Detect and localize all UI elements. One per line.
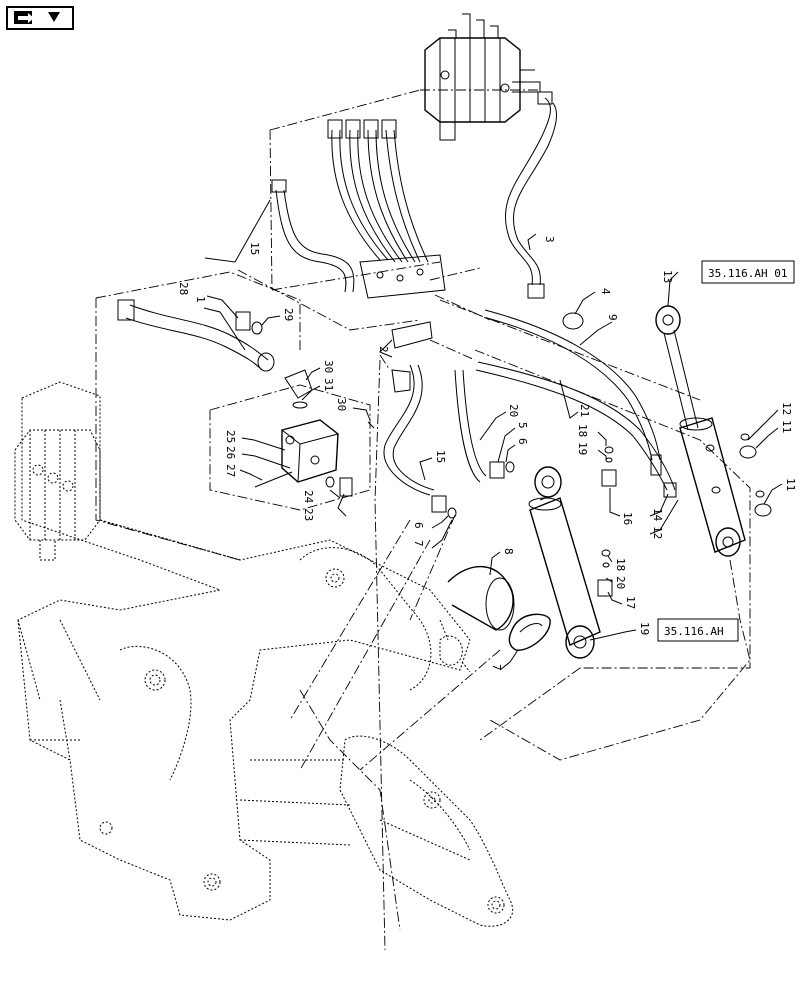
fittings-center: [431, 312, 617, 597]
hose-15: [383, 364, 435, 496]
callout-29: 30: [335, 398, 348, 411]
callout-2: 2: [377, 346, 390, 353]
hose-21: [475, 361, 677, 498]
hose-bundle: [327, 119, 429, 263]
reference-label-13[interactable]: 35.116.AH 01: [708, 267, 787, 280]
elbow-2: [391, 321, 433, 349]
callout-23: 24: [302, 490, 315, 504]
ring-8: [508, 613, 551, 651]
reference-box-13[interactable]: 35.116.AH 01: [701, 260, 795, 284]
leader-lines: [203, 199, 783, 671]
nav-back-button[interactable]: [6, 6, 74, 30]
callout-21: 21: [578, 404, 591, 417]
callout-20: 20: [507, 404, 520, 417]
cylinder-19: [528, 466, 601, 659]
callout-5: 15: [248, 242, 261, 255]
callout-31: 31: [322, 378, 335, 391]
reference-box-19[interactable]: 35.116.AH: [657, 618, 739, 642]
callout-11-lower: 11: [784, 478, 797, 491]
callout-28: 29: [282, 308, 295, 321]
callout-7-upper: 6: [516, 438, 529, 445]
callout-14: 14: [651, 508, 664, 522]
mounting-bracket: [359, 254, 446, 299]
control-valve-top: [424, 13, 541, 141]
grouping-lines: [95, 89, 751, 951]
callout-labels: 15 3 4 9 13 28 1 29 2 30 31 30 25 26 27 …: [177, 236, 797, 671]
hose-10: [484, 309, 662, 476]
callout-13: 13: [661, 270, 674, 283]
callout-17-upper: 18: [576, 424, 589, 437]
callout-12-upper: 12: [780, 402, 793, 415]
callout-16-upper: 16: [621, 512, 634, 525]
machine-frame: [17, 381, 514, 927]
callout-24: 25: [224, 430, 237, 443]
callout-18-lower: 20: [614, 576, 627, 589]
callout-18-upper: 19: [576, 442, 589, 455]
callout-7-lower: 7: [412, 540, 425, 547]
callout-3: 3: [543, 236, 556, 243]
valve-block-24: [254, 419, 375, 497]
control-valve-lower-left: [14, 429, 241, 561]
hose-3: [505, 91, 558, 299]
callout-16-lower: 17: [624, 596, 637, 609]
callout-4: 4: [599, 288, 612, 295]
callout-6-upper: 5: [516, 422, 529, 429]
tube-20: [454, 369, 487, 483]
callout-19: 19: [638, 622, 651, 635]
hose-1: [117, 299, 275, 372]
callout-1: 1: [194, 296, 207, 303]
cylinder-13: [655, 305, 772, 557]
hose-5: [271, 179, 355, 293]
callout-25: 26: [224, 446, 237, 459]
callout-10: 9: [606, 314, 619, 321]
callout-6-lower: 6: [412, 522, 425, 529]
callout-8: 7: [490, 664, 503, 671]
callout-9: 8: [502, 548, 515, 555]
callout-26: 27: [224, 464, 237, 477]
callout-11-upper: 11: [780, 420, 793, 433]
callout-12-lower: 12: [651, 526, 664, 539]
bushing-9: [447, 566, 515, 631]
back-arrow-icon: [14, 11, 60, 24]
callout-15: 15: [434, 450, 447, 463]
callout-17-lower: 18: [614, 558, 627, 571]
callout-27: 28: [177, 282, 190, 295]
reference-label-19[interactable]: 35.116.AH: [664, 625, 724, 638]
callout-22: 23: [302, 508, 315, 521]
callout-30: 30: [322, 360, 335, 373]
